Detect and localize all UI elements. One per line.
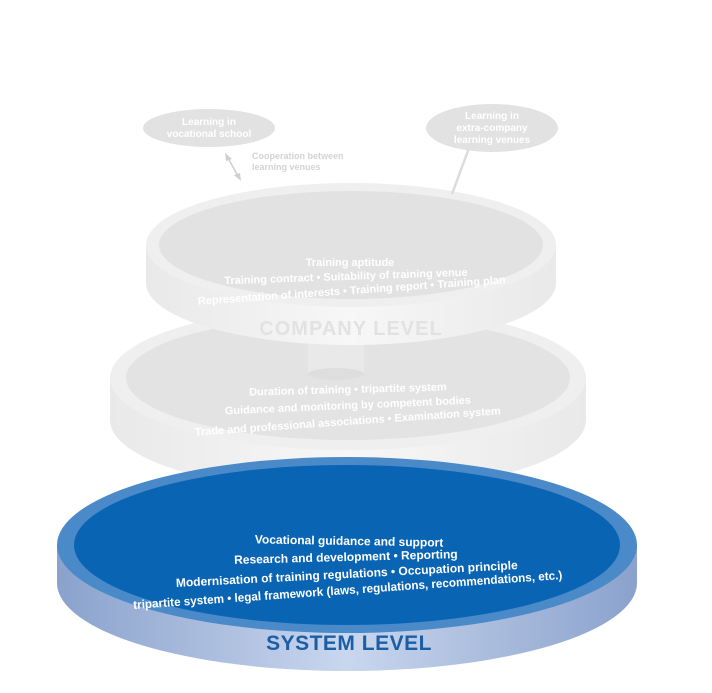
cooperation-line-1: Cooperation between: [252, 151, 344, 161]
bubble-extra-company: Learning in extra-company learning venue…: [426, 104, 558, 195]
company-line-1: Training aptitude: [306, 257, 395, 269]
system-level-top: [74, 465, 620, 625]
bubble-extra-company-line-1: Learning in: [465, 111, 519, 122]
bubble-extra-company-shape: [426, 104, 558, 152]
cooperation-line-2: learning venues: [252, 162, 321, 172]
bubble-vocational-school-line-2: vocational school: [167, 129, 252, 140]
bubble-extra-company-line-3: learning venues: [454, 135, 531, 146]
company-level-top: [159, 191, 543, 299]
system-level-label: SYSTEM LEVEL: [266, 632, 432, 655]
company-level-label: COMPANY LEVEL: [259, 318, 442, 340]
system-line-1: Vocational guidance and support: [255, 532, 444, 549]
bubble-vocational-school-line-1: Learning in: [182, 117, 236, 128]
bubble-vocational-school: Learning in vocational school: [143, 109, 275, 147]
system-level-platform: [57, 457, 637, 671]
cooperation-arrow-icon: [225, 153, 241, 181]
connector-column-base: [308, 368, 364, 380]
bubble-extra-company-line-2: extra-company: [456, 123, 528, 134]
middle-line-1: Duration of training • tripartite system: [249, 381, 447, 398]
system-line-2: Research and development • Reporting: [234, 547, 458, 567]
bubble-vocational-school-shape: [143, 109, 275, 147]
bubble-extra-company-pointer: [450, 147, 471, 195]
company-level-platform: [146, 183, 556, 345]
